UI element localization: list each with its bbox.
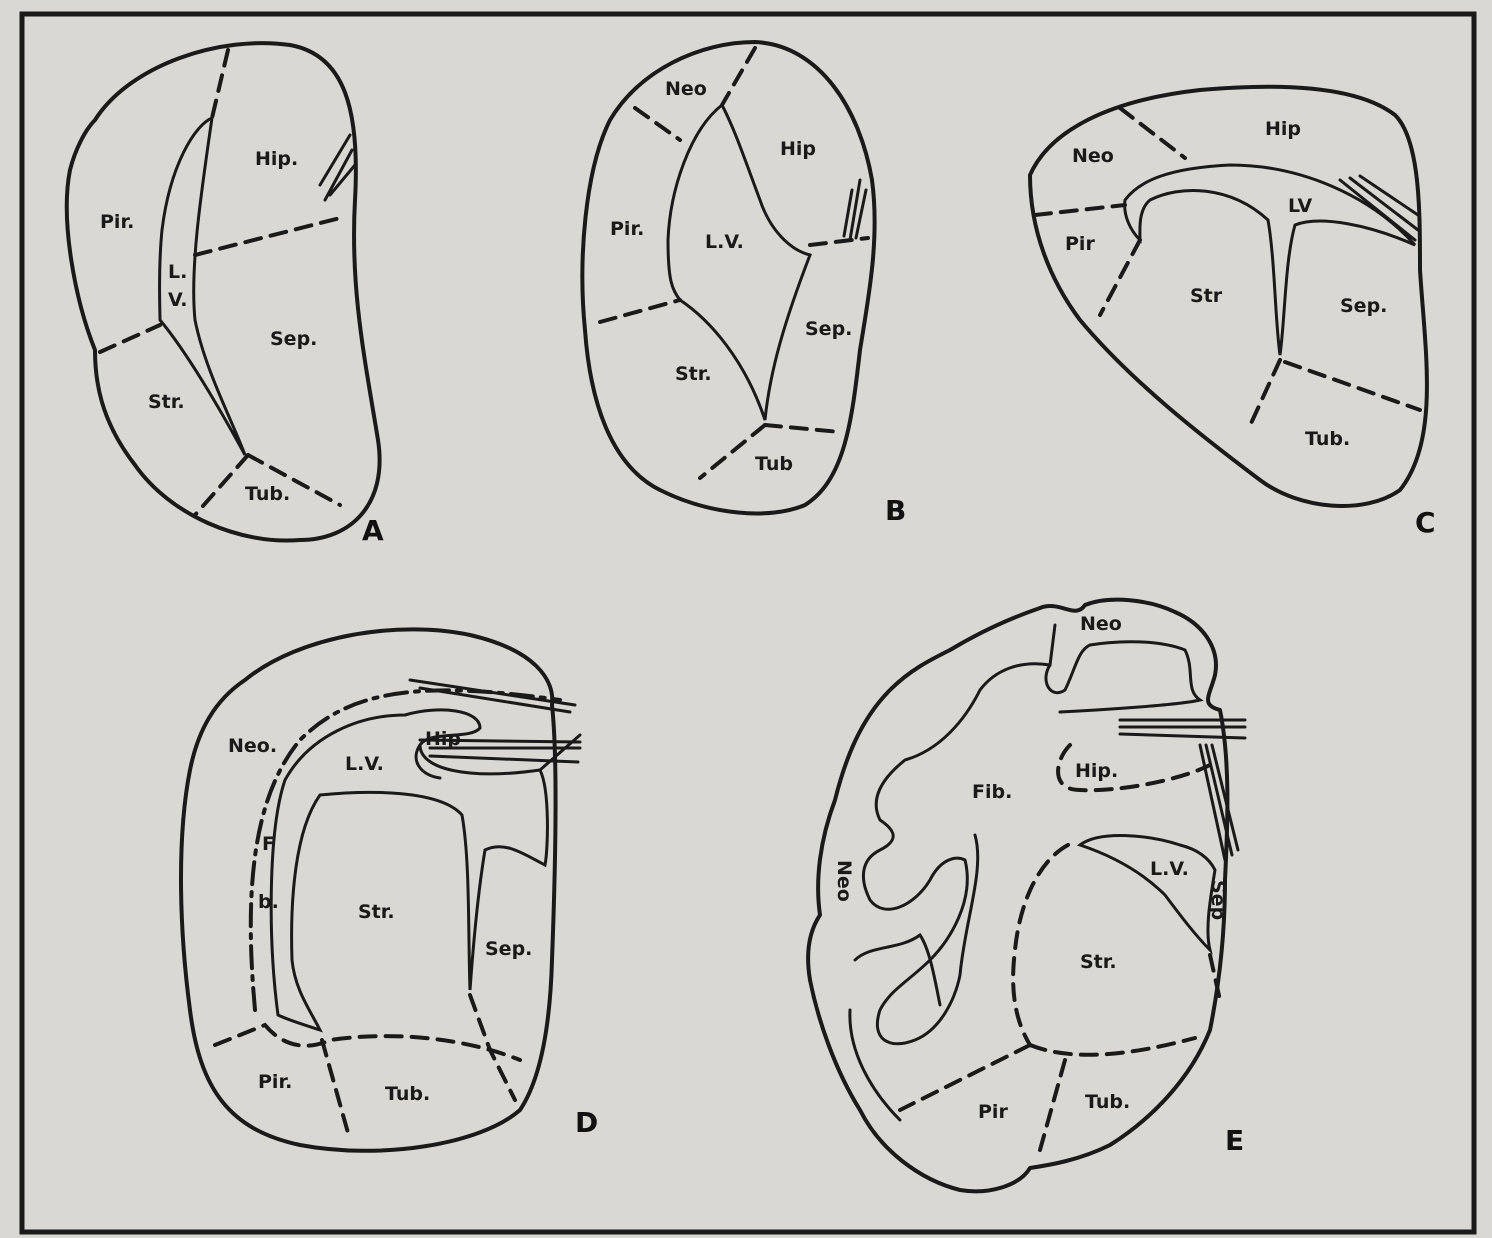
panel-d-label-b: b.	[258, 891, 279, 913]
panel-d-label-sep: Sep.	[485, 938, 532, 960]
panel-c-label-sep: Sep.	[1340, 295, 1387, 317]
panel-b-label-tub: Tub	[755, 453, 793, 475]
panel-b-outline	[582, 42, 874, 513]
panel-e-label-fib: Fib.	[972, 781, 1012, 803]
panel-a-label-sep: Sep.	[270, 328, 317, 350]
panel-e-label-str: Str.	[1080, 951, 1117, 973]
panel-a-label-lv-v: V.	[168, 289, 187, 311]
panel-b-label-neo: Neo	[665, 78, 707, 100]
panel-e-label-pir: Pir	[978, 1101, 1008, 1123]
panel-c-label-neo: Neo	[1072, 145, 1114, 167]
panel-c-label-tub: Tub.	[1305, 428, 1350, 450]
panel-c-label-lv: LV	[1288, 195, 1312, 217]
panel-a-label-str: Str.	[148, 391, 185, 413]
panel-e-label-tub: Tub.	[1085, 1091, 1130, 1113]
figure-frame	[22, 14, 1474, 1232]
panel-e-cortex-inner	[1046, 625, 1200, 712]
panel-d-label-hip: Hip	[425, 728, 461, 750]
panel-d-label-str: Str.	[358, 901, 395, 923]
panel-a-label-pir: Pir.	[100, 211, 134, 233]
panel-e-label-sep: Sep	[1207, 880, 1229, 920]
panel-a-outline	[67, 43, 380, 540]
panel-b: Neo Hip Pir. L.V. Sep. Str. Tub B	[582, 42, 906, 527]
panel-c-letter: C	[1415, 506, 1436, 539]
panel-d-label-tub: Tub.	[385, 1083, 430, 1105]
panel-b-label-sep: Sep.	[805, 318, 852, 340]
panel-e-label-hip: Hip.	[1075, 760, 1118, 782]
panel-a-letter: A	[362, 514, 384, 547]
panel-c-label-hip: Hip	[1265, 118, 1301, 140]
panel-a-label-hip: Hip.	[255, 148, 298, 170]
panel-b-label-hip: Hip	[780, 138, 816, 160]
panel-e-letter: E	[1225, 1124, 1244, 1157]
panel-a-label-tub: Tub.	[245, 483, 290, 505]
panel-c: Neo Hip Pir LV Str Sep. Tub. C	[1030, 87, 1436, 539]
panel-a-label-lv-l: L.	[168, 261, 187, 283]
panel-d-label-lv: L.V.	[345, 753, 384, 775]
panel-d: Neo. L.V. Hip F b. Str. Sep. Pir. Tub. D	[181, 629, 598, 1150]
panel-d-label-f: F	[262, 833, 275, 855]
panel-e: Neo Neo Fib. Hip. L.V. Sep Str. Pir Tub.…	[808, 600, 1245, 1192]
panel-b-label-str: Str.	[675, 363, 712, 385]
panel-b-label-pir: Pir.	[610, 218, 644, 240]
panel-c-label-str: Str	[1190, 285, 1223, 307]
panel-c-label-pir: Pir	[1065, 233, 1095, 255]
panel-e-label-neo-side: Neo	[833, 860, 855, 902]
panel-e-label-neo: Neo	[1080, 613, 1122, 635]
panel-d-letter: D	[575, 1106, 598, 1139]
panel-b-letter: B	[885, 494, 906, 527]
panel-e-label-lv: L.V.	[1150, 858, 1189, 880]
panel-d-label-pir: Pir.	[258, 1071, 292, 1093]
panel-e-ventricle	[1080, 836, 1215, 950]
panel-a: Pir. Hip. L. V. Sep. Str. Tub. A	[67, 43, 384, 547]
panel-b-label-lv: L.V.	[705, 231, 744, 253]
panel-d-label-neo: Neo.	[228, 735, 277, 757]
